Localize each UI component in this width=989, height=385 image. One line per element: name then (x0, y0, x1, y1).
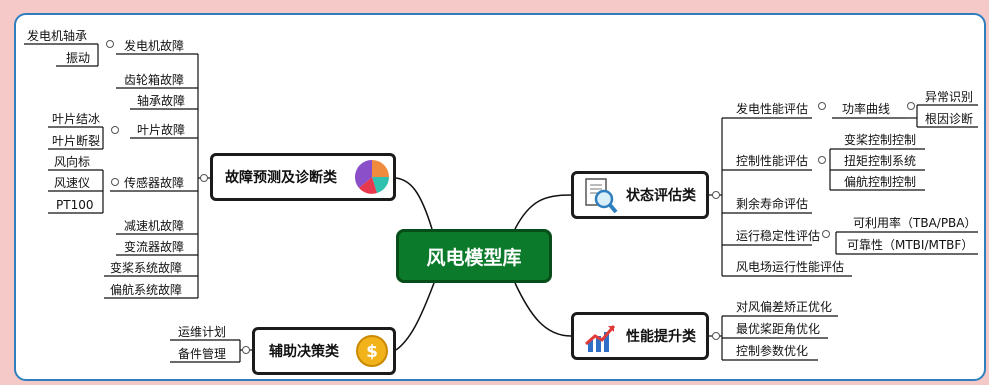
dollar-coin-icon: $ (356, 335, 388, 367)
fault-reducer[interactable]: 减速机故障 (124, 219, 185, 233)
state-branch-node[interactable]: 状态评估类 (571, 171, 709, 219)
diagram-frame (14, 13, 986, 381)
decision-branch-label: 辅助决策类 (269, 344, 339, 360)
trend-chart-icon (585, 325, 616, 352)
perf-pitch-opt[interactable]: 最优桨距角优化 (736, 322, 821, 336)
fault-blade[interactable]: 叶片故障 (137, 123, 186, 137)
state-root-cause[interactable]: 根因诊断 (925, 112, 974, 126)
state-gen-perf[interactable]: 发电性能评估 (736, 102, 809, 116)
state-power-curve[interactable]: 功率曲线 (842, 102, 891, 116)
fault-sensor[interactable]: 传感器故障 (124, 176, 185, 190)
state-pitch-ctrl[interactable]: 变桨控制控制 (844, 133, 917, 147)
state-reliability[interactable]: 可靠性（MTBI/MTBF） (847, 238, 974, 252)
decision-branch-node[interactable]: 辅助决策类 $ (252, 327, 396, 375)
state-torque-ctrl[interactable]: 扭矩控制系统 (844, 154, 917, 168)
state-farm-perf[interactable]: 风电场运行性能评估 (736, 260, 845, 274)
decision-spare-parts[interactable]: 备件管理 (178, 347, 227, 361)
fault-yaw-system[interactable]: 偏航系统故障 (110, 283, 183, 297)
fault-converter[interactable]: 变流器故障 (124, 240, 185, 254)
decision-maintenance-plan[interactable]: 运维计划 (178, 325, 227, 339)
fault-branch-node[interactable]: 故障预测及诊断类 (210, 153, 396, 201)
state-ctrl-perf[interactable]: 控制性能评估 (736, 154, 809, 168)
fault-pitch-system[interactable]: 变桨系统故障 (110, 261, 183, 275)
perf-branch-label: 性能提升类 (626, 329, 696, 345)
fault-anemometer[interactable]: 风速仪 (54, 176, 91, 190)
state-availability[interactable]: 可利用率（TBA/PBA） (853, 216, 977, 230)
fault-bearing[interactable]: 轴承故障 (137, 94, 186, 108)
center-node[interactable]: 风电模型库 (396, 229, 552, 283)
state-stability[interactable]: 运行稳定性评估 (736, 229, 821, 243)
perf-branch-node[interactable]: 性能提升类 (571, 312, 709, 360)
state-yaw-ctrl[interactable]: 偏航控制控制 (844, 175, 917, 189)
fault-wind-vane[interactable]: 风向标 (54, 155, 91, 169)
state-branch-label: 状态评估类 (626, 188, 696, 204)
state-remaining-life[interactable]: 剩余寿命评估 (736, 197, 809, 211)
fault-blade-ice[interactable]: 叶片结冰 (52, 112, 101, 126)
perf-yaw-correction[interactable]: 对风偏差矫正优化 (736, 300, 833, 314)
center-label: 风电模型库 (426, 246, 522, 269)
fault-generator[interactable]: 发电机故障 (124, 39, 185, 53)
fault-branch-label: 故障预测及诊断类 (225, 170, 337, 186)
state-anomaly[interactable]: 异常识别 (925, 90, 974, 104)
fault-generator-bearing[interactable]: 发电机轴承 (27, 29, 88, 43)
pie-chart-icon (354, 159, 389, 194)
fault-blade-break[interactable]: 叶片断裂 (52, 134, 101, 148)
svg-text:$: $ (366, 342, 378, 362)
perf-param-opt[interactable]: 控制参数优化 (736, 344, 809, 358)
fault-vibration[interactable]: 振动 (66, 51, 91, 65)
fault-gearbox[interactable]: 齿轮箱故障 (124, 73, 185, 87)
fault-pt100[interactable]: PT100 (56, 198, 94, 212)
document-search-icon (585, 178, 618, 214)
